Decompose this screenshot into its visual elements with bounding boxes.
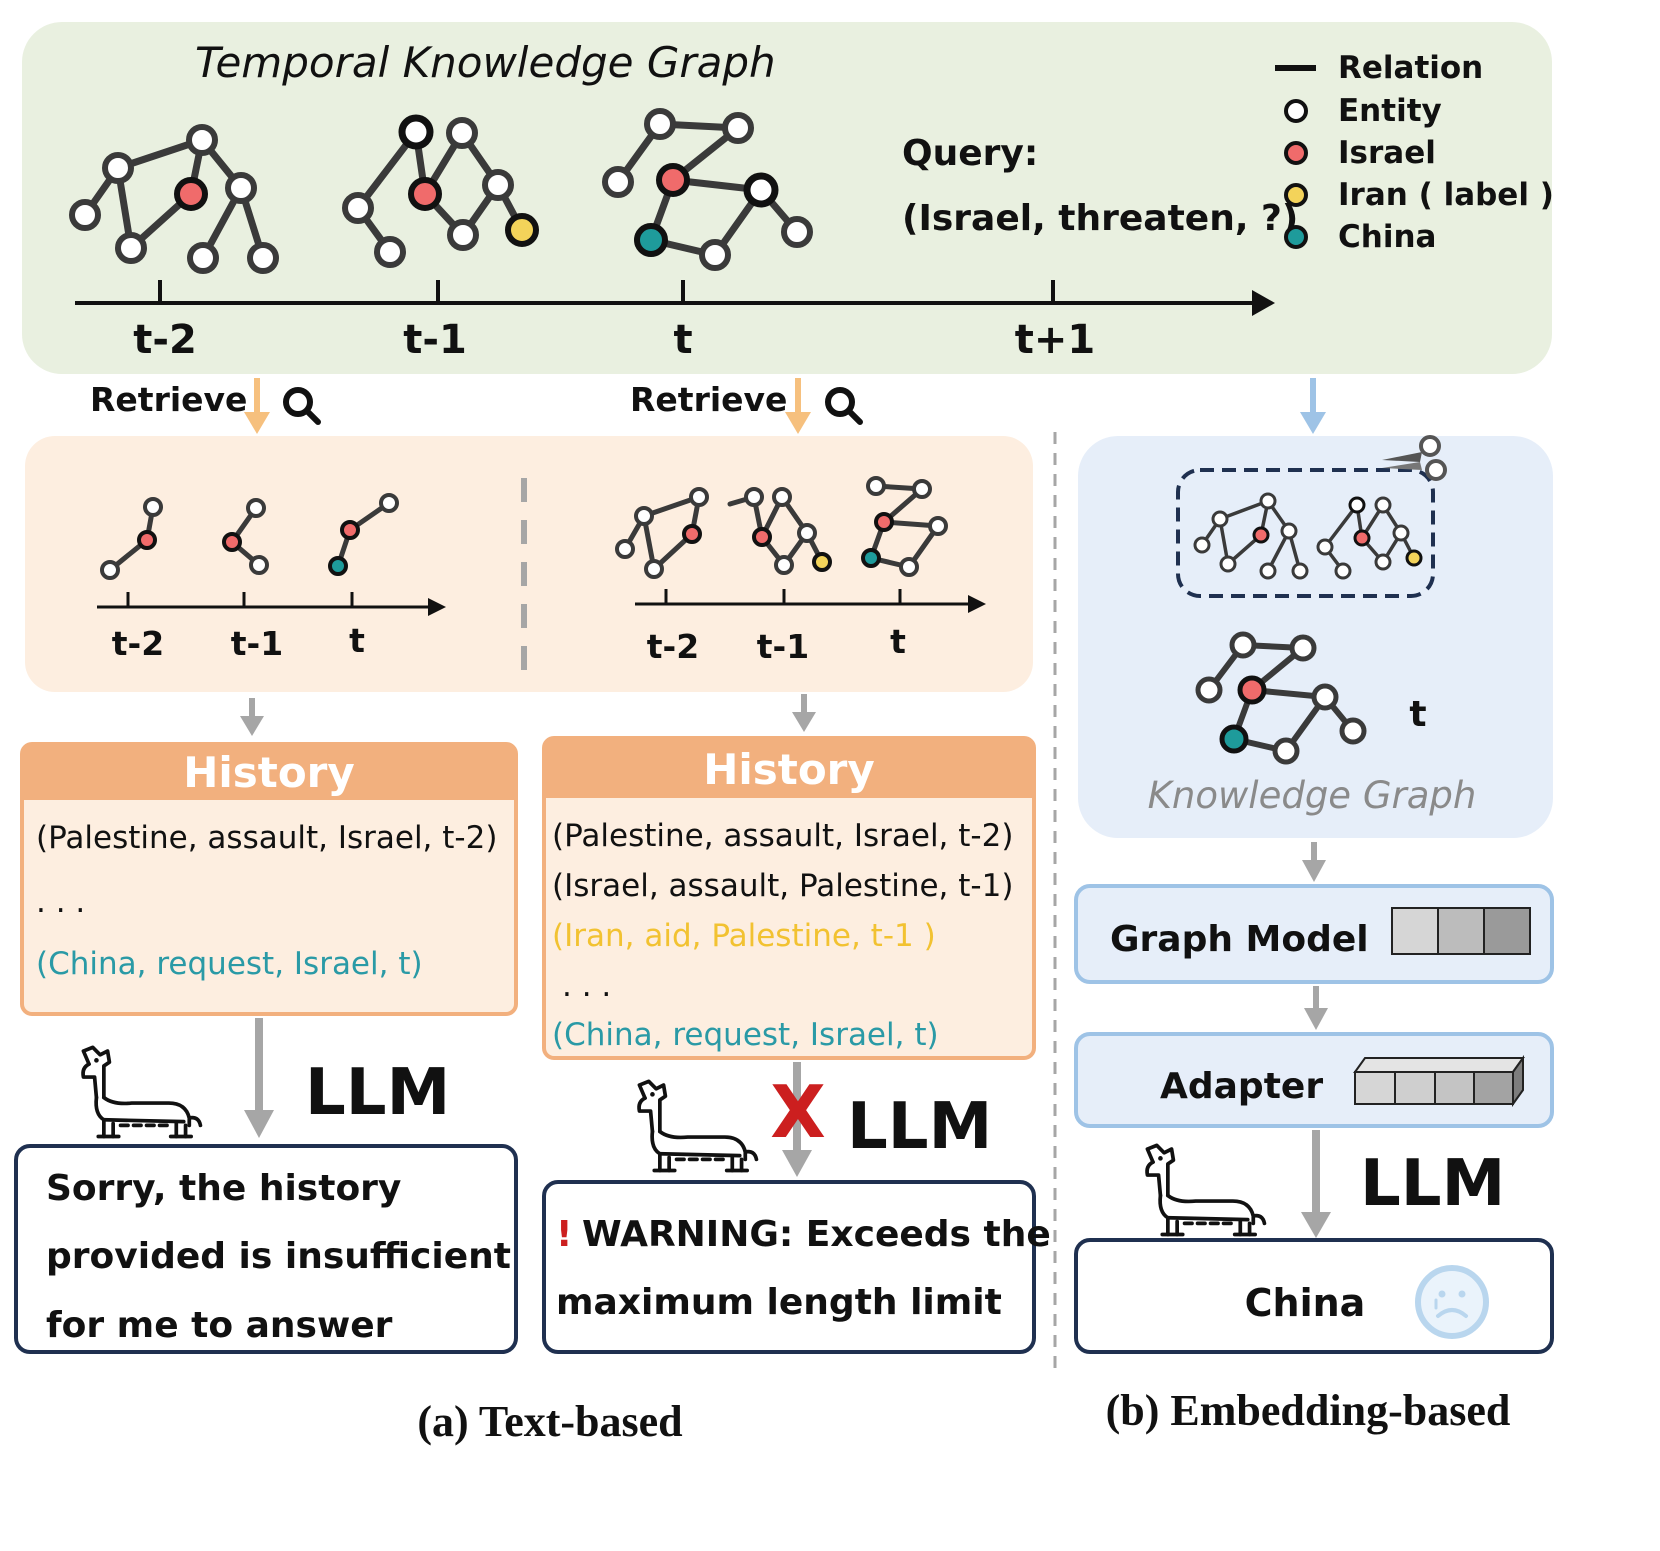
answer-right-box <box>542 1180 1036 1354</box>
answer-right-line: maximum length limit <box>556 1282 1002 1323</box>
history-left-box <box>20 742 518 1016</box>
legend: Relation Entity Israel Iran ( label ) Ch… <box>1275 50 1554 255</box>
legend-israel-marker <box>1284 141 1308 165</box>
answer-left-box <box>14 1144 518 1354</box>
answer-left-line: Sorry, the history <box>46 1168 401 1209</box>
retrieved-time-label: t-1 <box>757 627 809 666</box>
history-right-line: . . . <box>562 968 611 1004</box>
history-left-line: . . . <box>36 884 85 920</box>
history-arrow-left <box>240 698 264 736</box>
tkg-graph-t-1 <box>342 114 539 268</box>
kg-time-label: t <box>1409 694 1426 735</box>
query-text: (Israel, threaten, ?) <box>902 198 1298 239</box>
tkg-graph-t-2 <box>69 124 279 274</box>
llm-arrow-right <box>782 1062 812 1177</box>
legend-entity-marker <box>1284 99 1308 123</box>
tkg-time-label: t-1 <box>403 317 467 363</box>
retrieve-label-left: Retrieve <box>90 380 247 419</box>
query-label: Query: <box>902 133 1038 174</box>
retrieved-time-label: t <box>349 621 365 660</box>
llama-icon <box>1145 1143 1267 1237</box>
llm-arrow-embedding <box>1301 1130 1331 1238</box>
answer-left-line: provided is insufficient <box>46 1236 511 1277</box>
kg-crop-region <box>1176 468 1435 598</box>
tkg-time-label: t <box>673 317 692 363</box>
history-arrow-right <box>792 694 816 732</box>
history-right-line: (Iran, aid, Palestine, t-1 ) <box>552 918 936 954</box>
retrieved-time-label: t <box>890 622 906 661</box>
legend-china-marker <box>1284 225 1308 249</box>
retrieve-arrow-right <box>785 378 811 434</box>
history-right-line: (Palestine, assault, Israel, t-2) <box>552 818 1013 854</box>
history-left-line: (Palestine, assault, Israel, t-2) <box>36 820 497 856</box>
retrieved-time-label: t-1 <box>231 624 283 663</box>
history-right-line: (China, request, Israel, t) <box>552 1017 939 1053</box>
retrieved-panel <box>25 436 1033 692</box>
caption-text-based: (a) Text-based <box>417 1397 682 1446</box>
tkg-panel <box>22 22 1552 374</box>
embedding-arrow <box>1300 378 1326 434</box>
retrieve-label-right: Retrieve <box>630 380 787 419</box>
llama-icon <box>81 1045 203 1139</box>
retrieve-arrow-left <box>244 378 270 434</box>
sad-face-icon <box>1415 1265 1489 1339</box>
history-right-line: (Israel, assault, Palestine, t-1) <box>552 868 1013 904</box>
answer-embedding-text: China <box>1245 1281 1366 1325</box>
retrieved-right-arrowhead <box>968 595 986 613</box>
tkg-time-label: t-2 <box>133 317 197 363</box>
caption-embedding-based: (b) Embedding-based <box>1106 1386 1511 1435</box>
history-left-line: (China, request, Israel, t) <box>36 946 423 982</box>
search-icon <box>825 387 863 425</box>
history-left-header: History <box>183 748 355 797</box>
answer-left-line: for me to answer <box>46 1305 393 1346</box>
llama-icon <box>637 1079 759 1173</box>
retrieved-left-arrowhead <box>428 598 446 616</box>
retrieved-right-graphs <box>615 476 948 579</box>
retrieved-time-label: t-2 <box>647 627 699 666</box>
kg-graph-t <box>1195 631 1367 765</box>
legend-label: Relation <box>1338 50 1483 86</box>
llm-label-embedding: LLM <box>1360 1147 1505 1221</box>
adapter-arrow <box>1304 986 1328 1030</box>
legend-label: Iran ( label ) <box>1338 177 1554 213</box>
graph-model-arrow <box>1302 842 1326 882</box>
adapter-tensor-icon <box>1353 1054 1525 1108</box>
history-right-box <box>542 736 1036 1060</box>
llm-label-left: LLM <box>305 1056 450 1130</box>
llm-label-right: LLM <box>847 1090 992 1164</box>
retrieved-left-graphs <box>100 493 399 580</box>
tkg-timeline-arrowhead <box>1252 290 1275 316</box>
scissors-icon <box>1382 435 1447 481</box>
embedding-vector-icon <box>1391 907 1531 955</box>
search-icon <box>283 387 321 425</box>
legend-label: Entity <box>1338 93 1442 129</box>
history-right-header: History <box>703 745 875 794</box>
adapter-label: Adapter <box>1160 1066 1323 1107</box>
legend-label: China <box>1338 219 1436 255</box>
retrieved-time-label: t-2 <box>112 624 164 663</box>
kg-cropped-graphs <box>1193 492 1423 580</box>
legend-label: Israel <box>1338 135 1436 171</box>
answer-right-line: WARNING: Exceeds the <box>582 1214 1051 1255</box>
kg-caption: Knowledge Graph <box>1148 774 1477 817</box>
tkg-time-label: t+1 <box>1015 317 1095 363</box>
legend-iran-marker <box>1284 183 1308 207</box>
cross-icon: X <box>770 1070 826 1154</box>
tkg-graph-t <box>602 108 813 271</box>
graph-model-label: Graph Model <box>1110 919 1369 960</box>
tkg-title: Temporal Knowledge Graph <box>195 38 776 87</box>
warning-icon: ! <box>556 1214 572 1255</box>
llm-arrow-left <box>244 1018 274 1138</box>
